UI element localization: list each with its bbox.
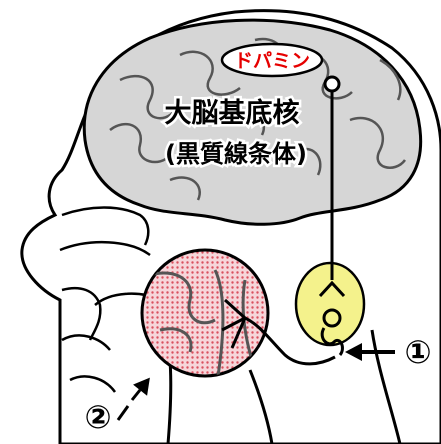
basal-ganglia-nucleus bbox=[296, 263, 364, 345]
striatum-label: (黒質線条体) bbox=[165, 140, 307, 168]
marker-2: ② bbox=[84, 398, 111, 436]
dopamine-neuron-soma bbox=[325, 77, 339, 91]
pharynx-highlight bbox=[142, 250, 268, 376]
basal-ganglia-label: 大脳基底核 bbox=[165, 97, 300, 129]
marker-1: ① bbox=[404, 333, 431, 371]
dopamine-label: ドパミン bbox=[234, 50, 310, 72]
